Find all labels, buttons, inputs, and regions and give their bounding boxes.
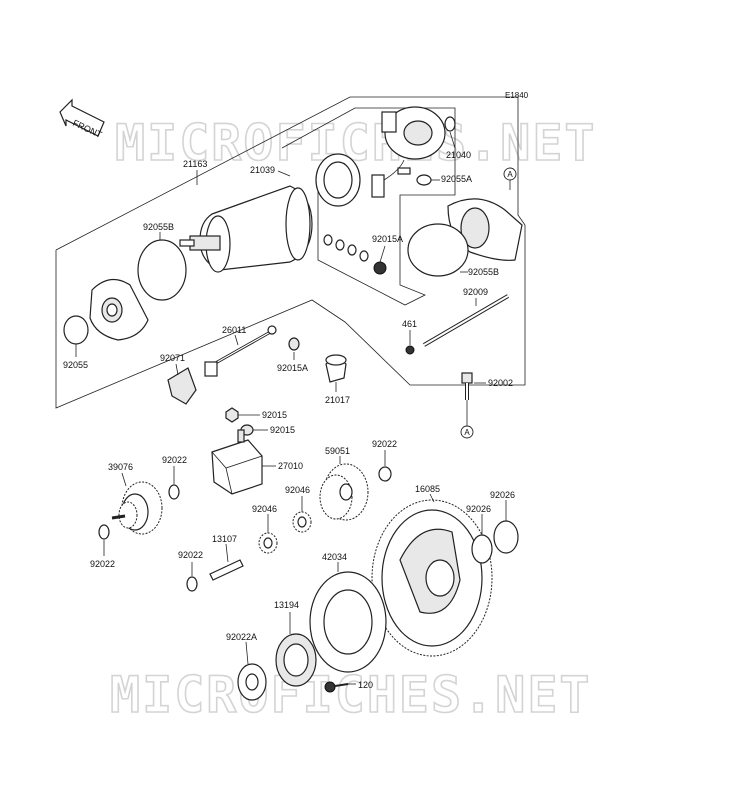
starter-lead-26011 [204, 325, 277, 377]
label-92046-b: 92046 [252, 504, 277, 514]
front-arrow-icon: FRONT [59, 98, 105, 140]
washer-92022-b [378, 466, 392, 482]
ref-marker-a-top: A [503, 167, 517, 190]
terminal-bolt [397, 167, 411, 175]
terminal-cap-21017 [325, 354, 347, 383]
label-92015-a: 92015 [262, 410, 287, 420]
starter-relay-27010 [211, 429, 263, 495]
label-59051: 59051 [325, 446, 350, 456]
brush-holder-ring [315, 153, 361, 207]
nut-92015-a [225, 407, 239, 423]
label-92026-a: 92026 [466, 504, 491, 514]
watermark-bottom: MICROFICHES.NET [110, 666, 592, 724]
washer-92022-a [168, 484, 180, 500]
shaft-13107 [209, 559, 244, 581]
label-27010: 27010 [278, 461, 303, 471]
label-92002: 92002 [488, 378, 513, 388]
label-26011: 26011 [222, 325, 246, 335]
label-21017: 21017 [325, 395, 350, 405]
label-39076: 39076 [108, 462, 133, 472]
assembly-outline [55, 96, 526, 409]
label-21163: 21163 [183, 159, 207, 169]
o-ring-92055b-left [137, 239, 187, 301]
o-ring-92055b-right [407, 223, 469, 277]
needle-bearing-92046-a [292, 511, 312, 533]
o-ring-92055a [416, 174, 432, 186]
label-92055b-left: 92055B [143, 222, 174, 232]
washer-stack [323, 234, 387, 275]
label-92022a: 92022A [226, 632, 257, 642]
ref-marker-a-bottom: A [460, 400, 474, 439]
through-bolt [422, 294, 510, 347]
label-92015-b: 92015 [270, 425, 295, 435]
label-92071: 92071 [160, 353, 185, 363]
o-ring-92055 [63, 315, 89, 345]
label-120: 120 [358, 680, 373, 690]
label-92015a-top: 92015A [372, 234, 403, 244]
bolt-120 [324, 681, 349, 693]
nut-92015a-mid [288, 337, 300, 351]
idle-gear-39076 [111, 481, 163, 535]
label-92026-b: 92026 [490, 490, 515, 500]
nut-461 [405, 345, 415, 355]
label-92055: 92055 [63, 360, 88, 370]
label-13107: 13107 [212, 534, 237, 544]
diagram-code: E1840 [505, 91, 529, 100]
starter-motor-yoke [179, 185, 313, 273]
label-92015a-mid: 92015A [277, 363, 308, 373]
label-92046-a: 92046 [285, 485, 310, 495]
label-16085: 16085 [415, 484, 440, 494]
label-92022-b: 92022 [372, 439, 397, 449]
screw-21040 [444, 116, 456, 132]
ring-92026-a [471, 534, 493, 564]
starter-clutch-gear-16085 [371, 499, 493, 657]
one-way-clutch-42034 [309, 571, 387, 673]
label-92022-c: 92022 [90, 559, 115, 569]
label-21040: 21040 [446, 150, 471, 160]
label-13194: 13194 [274, 600, 299, 610]
svg-text:A: A [464, 428, 470, 437]
clutch-hub-13194 [275, 633, 317, 687]
needle-bearing-92046-b [258, 532, 278, 554]
bolt-92002 [461, 372, 473, 400]
brush-plate [371, 106, 446, 198]
label-92022-a: 92022 [162, 455, 187, 465]
label-42034: 42034 [322, 552, 347, 562]
svg-text:A: A [507, 170, 513, 179]
label-461: 461 [402, 319, 417, 329]
rubber-boot-92071 [167, 367, 197, 405]
torque-limiter-gear-59051 [319, 463, 369, 521]
washer-92022-c [98, 524, 110, 540]
ring-92026-b [493, 520, 519, 554]
washer-92022-d [186, 576, 198, 592]
washer-92022a [237, 663, 267, 701]
label-92009: 92009 [463, 287, 488, 297]
label-92022-d: 92022 [178, 550, 203, 560]
label-21039: 21039 [250, 165, 275, 175]
label-92055b-right: 92055B [468, 267, 499, 277]
label-92055a: 92055A [441, 174, 472, 184]
front-cover [89, 279, 149, 341]
